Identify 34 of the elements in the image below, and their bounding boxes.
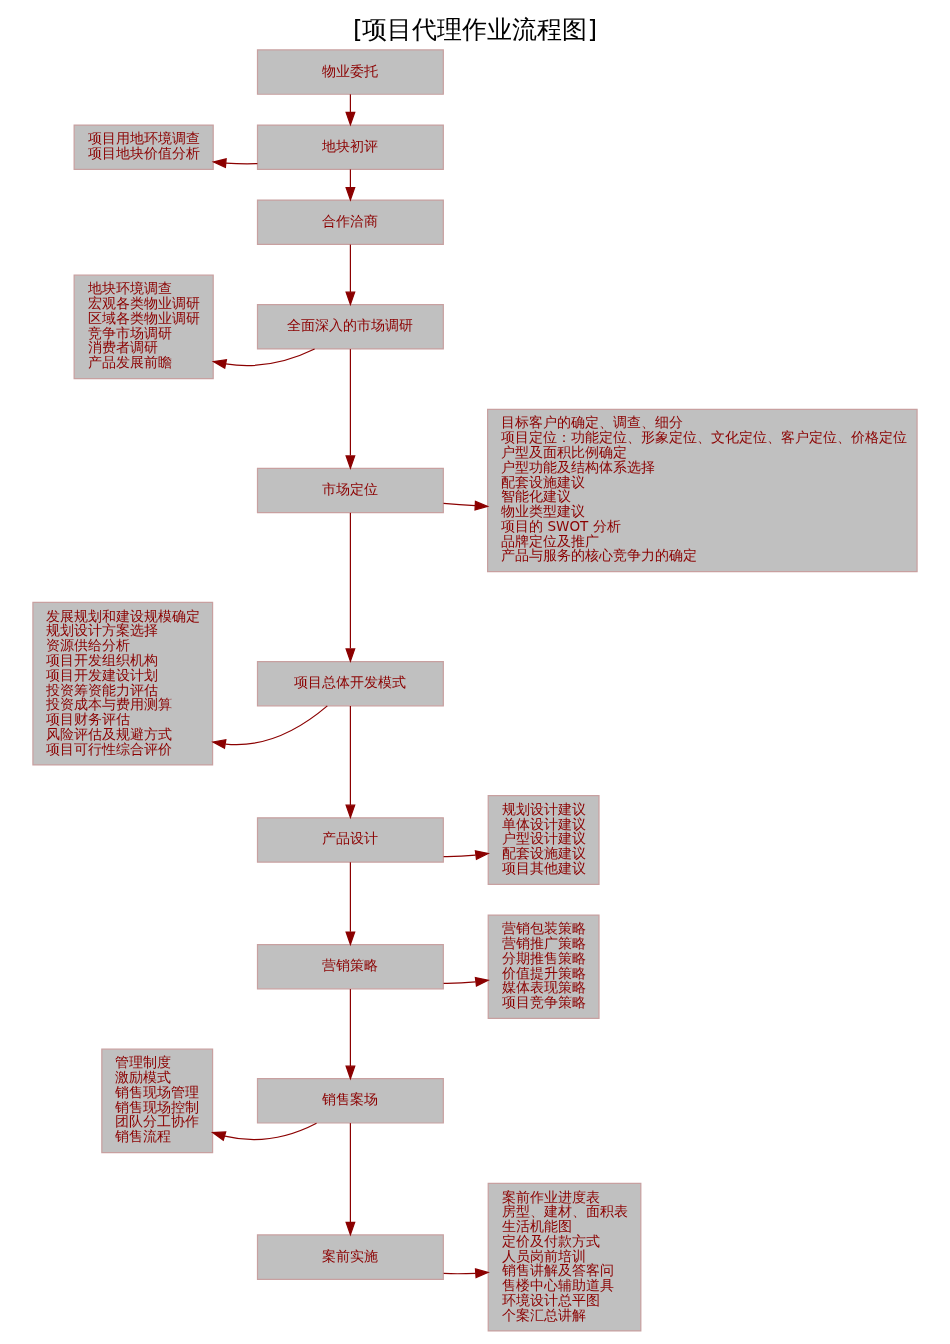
node-box: 营销策略 (256, 943, 444, 990)
node-box: 规划设计建议 单体设计建议 户型设计建议 配套设施建议 项目其他建议 (487, 795, 600, 885)
node-box: 目标客户的确定、调查、细分 项目定位：功能定位、形象定位、文化定位、客户定位、价格定位 户型及面积比例确定 户型功能及结构体系选择 配套设施建议 智能化建议 物业类型建议 项目的 SWOT 分析 品牌定位及推广 产品与服务的核心竞争力的确定 (487, 408, 918, 573)
node-box: 案前实施 (256, 1234, 444, 1280)
node-box: 发展规划和建设规模确定 规划设计方案选择 资源供给分析 项目开发组织机构 项目开发建设计划 投资筹资能力评估 投资成本与费用测算 项目财务评估 风险评估及规避方式 项目可行性综合评价 (32, 601, 214, 766)
node-box: 项目总体开发模式 (256, 660, 444, 707)
arrow (443, 1268, 490, 1279)
arrow (211, 705, 328, 750)
node-box: 产品设计 (256, 817, 444, 863)
node-box: 管理制度 激励模式 销售现场管理 销售现场控制 团队分工协作 销售流程 (101, 1048, 214, 1154)
arrow (443, 850, 490, 861)
arrow (211, 157, 258, 169)
arrow (345, 988, 356, 1081)
node-box: 物业委托 (256, 49, 444, 95)
arrow (345, 512, 356, 664)
diagram-title: [项目代理作业流程图] (352, 14, 598, 44)
arrow (345, 705, 356, 820)
arrow (345, 244, 356, 307)
arrow (345, 348, 356, 471)
arrow (345, 861, 356, 947)
arrow (442, 500, 490, 511)
node-box: 全面深入的市场调研 (256, 304, 444, 350)
node-box: 地块环境调查 宏观各类物业调研 区域各类物业调研 竞争市场调研 消费者调研 产品发展前瞻 (73, 274, 214, 380)
node-box: 合作洽商 (256, 199, 444, 245)
arrow (443, 976, 490, 988)
node-box: 地块初评 (256, 124, 444, 170)
arrow (345, 1122, 356, 1237)
arrow (210, 1122, 318, 1142)
node-box: 销售案场 (256, 1078, 444, 1124)
node-box: 市场定位 (256, 467, 444, 514)
node-box: 项目用地环境调查 项目地块价值分析 (73, 124, 214, 170)
arrow (211, 348, 316, 370)
node-box: 营销包装策略 营销推广策略 分期推售策略 价值提升策略 媒体表现策略 项目竞争策略 (487, 914, 600, 1019)
node-box: 案前作业进度表 房型、建材、面积表 生活机能图 定价及付款方式 人员岗前培训 销售讲解及答客问 售楼中心辅助道具 环境设计总平图 个案汇总讲解 (487, 1182, 642, 1332)
